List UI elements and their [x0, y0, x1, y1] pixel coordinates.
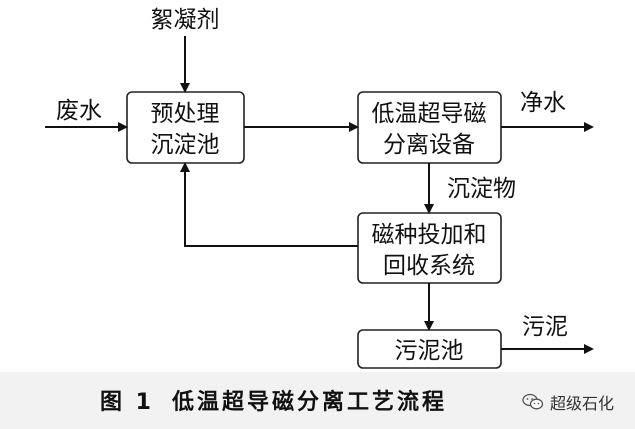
wechat-icon	[522, 393, 544, 410]
figure-number: 图 1	[100, 390, 154, 415]
caption-bar	[0, 372, 635, 429]
process-flow-diagram: 预处理 沉淀池 低温超导磁 分离设备 磁种投加和 回收系统 污泥池 絮凝剂 废水…	[45, 7, 594, 369]
figure-caption: 图 1 低温超导磁分离工艺流程	[100, 384, 447, 416]
pretreatment-label-line1: 预处理	[151, 101, 220, 127]
separator-label-line1: 低温超导磁	[372, 101, 487, 127]
flocculant-label: 絮凝剂	[151, 7, 220, 33]
sludge-tank-label: 污泥池	[395, 338, 464, 364]
wastewater-label: 废水	[56, 98, 102, 124]
clean-water-label: 净水	[520, 90, 566, 116]
pretreatment-label-line2: 沉淀池	[151, 132, 220, 158]
recycle-arrow	[180, 162, 358, 247]
watermark: 超级石化	[522, 390, 614, 414]
sludge-label: 污泥	[522, 314, 568, 340]
figure-title: 低温超导磁分离工艺流程	[171, 390, 447, 415]
sediment-label: 沉淀物	[447, 176, 516, 202]
recovery-label-line1: 磁种投加和	[372, 222, 487, 248]
separator-label-line2: 分离设备	[383, 132, 475, 158]
recovery-label-line2: 回收系统	[383, 253, 475, 279]
watermark-text: 超级石化	[550, 394, 615, 413]
